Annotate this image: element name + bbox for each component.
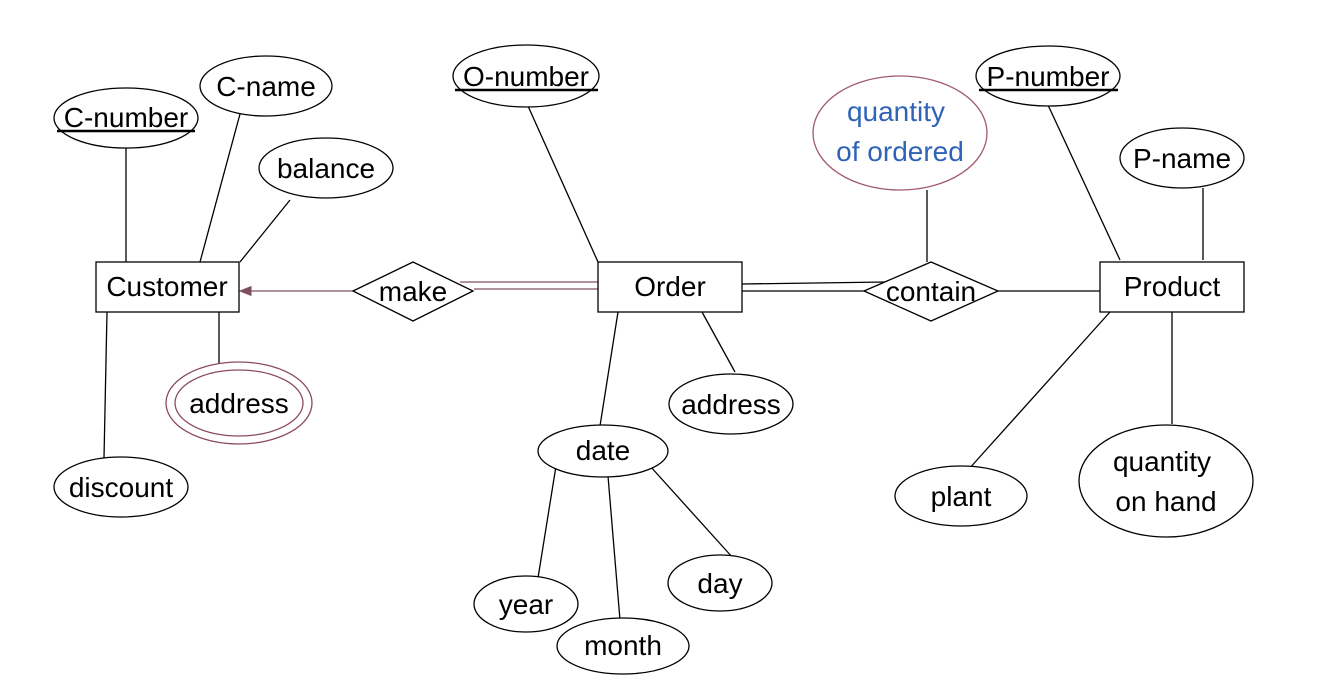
attribute-year: year [473, 575, 579, 633]
line-order-date [599, 311, 619, 427]
attribute-date-label: date [576, 435, 631, 466]
attribute-p-number-label: P-number [987, 61, 1110, 92]
line-date-day [649, 465, 734, 559]
attribute-c-name-label: C-name [216, 71, 316, 102]
attribute-balance-label: balance [277, 153, 375, 184]
attribute-month: month [556, 617, 690, 675]
entity-customer-label: Customer [106, 271, 227, 302]
attribute-plant-label: plant [931, 481, 992, 512]
attribute-o-number: O-number [452, 44, 600, 108]
line-customer-cname [199, 113, 241, 263]
entity-product: Product [1099, 261, 1245, 313]
attribute-discount-label: discount [69, 472, 174, 503]
line-order-onumber [527, 105, 599, 263]
line-customer-balance [239, 199, 291, 263]
attribute-year-label: year [499, 589, 553, 620]
line-date-month [607, 475, 621, 621]
attribute-quantity-on-hand-line1: quantity [1113, 446, 1211, 477]
attribute-quantity-of-ordered: quantity of ordered [812, 75, 988, 191]
attribute-c-number-label: C-number [64, 102, 188, 133]
attribute-date: date [537, 424, 669, 478]
attribute-day: day [667, 554, 773, 612]
attribute-c-number: C-number [53, 87, 199, 149]
connector-lines [103, 104, 1204, 621]
relationship-make-label: make [379, 276, 447, 307]
line-date-year [537, 465, 557, 579]
line-order-contain-1 [741, 281, 887, 285]
attribute-plant: plant [894, 465, 1028, 527]
attribute-c-name: C-name [199, 55, 333, 117]
relationship-contain-label: contain [886, 276, 976, 307]
attribute-month-label: month [584, 630, 662, 661]
line-product-plant [967, 311, 1111, 471]
attribute-quantity-of-ordered-line1: quantity [847, 96, 945, 127]
attribute-customer-address: address [165, 361, 313, 445]
entity-customer: Customer [95, 261, 240, 313]
entity-product-label: Product [1124, 271, 1221, 302]
attribute-order-address-label: address [681, 389, 781, 420]
line-customer-discount [103, 311, 108, 459]
attribute-quantity-on-hand-line2: on hand [1115, 486, 1216, 517]
attribute-quantity-of-ordered-line2: of ordered [836, 136, 964, 167]
attribute-balance: balance [258, 137, 394, 199]
attribute-p-number: P-number [975, 45, 1121, 107]
relationship-contain: contain [862, 261, 1000, 322]
relationship-make: make [351, 261, 475, 322]
attribute-customer-address-label: address [189, 388, 289, 419]
attribute-p-name: P-name [1119, 127, 1245, 189]
attribute-day-label: day [697, 568, 742, 599]
attribute-o-number-label: O-number [463, 61, 589, 92]
entity-order: Order [597, 261, 743, 313]
attribute-discount: discount [53, 456, 189, 518]
line-order-address [701, 311, 736, 373]
attribute-quantity-on-hand: quantity on hand [1078, 424, 1254, 538]
entity-order-label: Order [634, 271, 706, 302]
line-product-pnumber [1047, 104, 1121, 261]
attribute-p-name-label: P-name [1133, 143, 1231, 174]
attribute-order-address: address [668, 373, 794, 435]
